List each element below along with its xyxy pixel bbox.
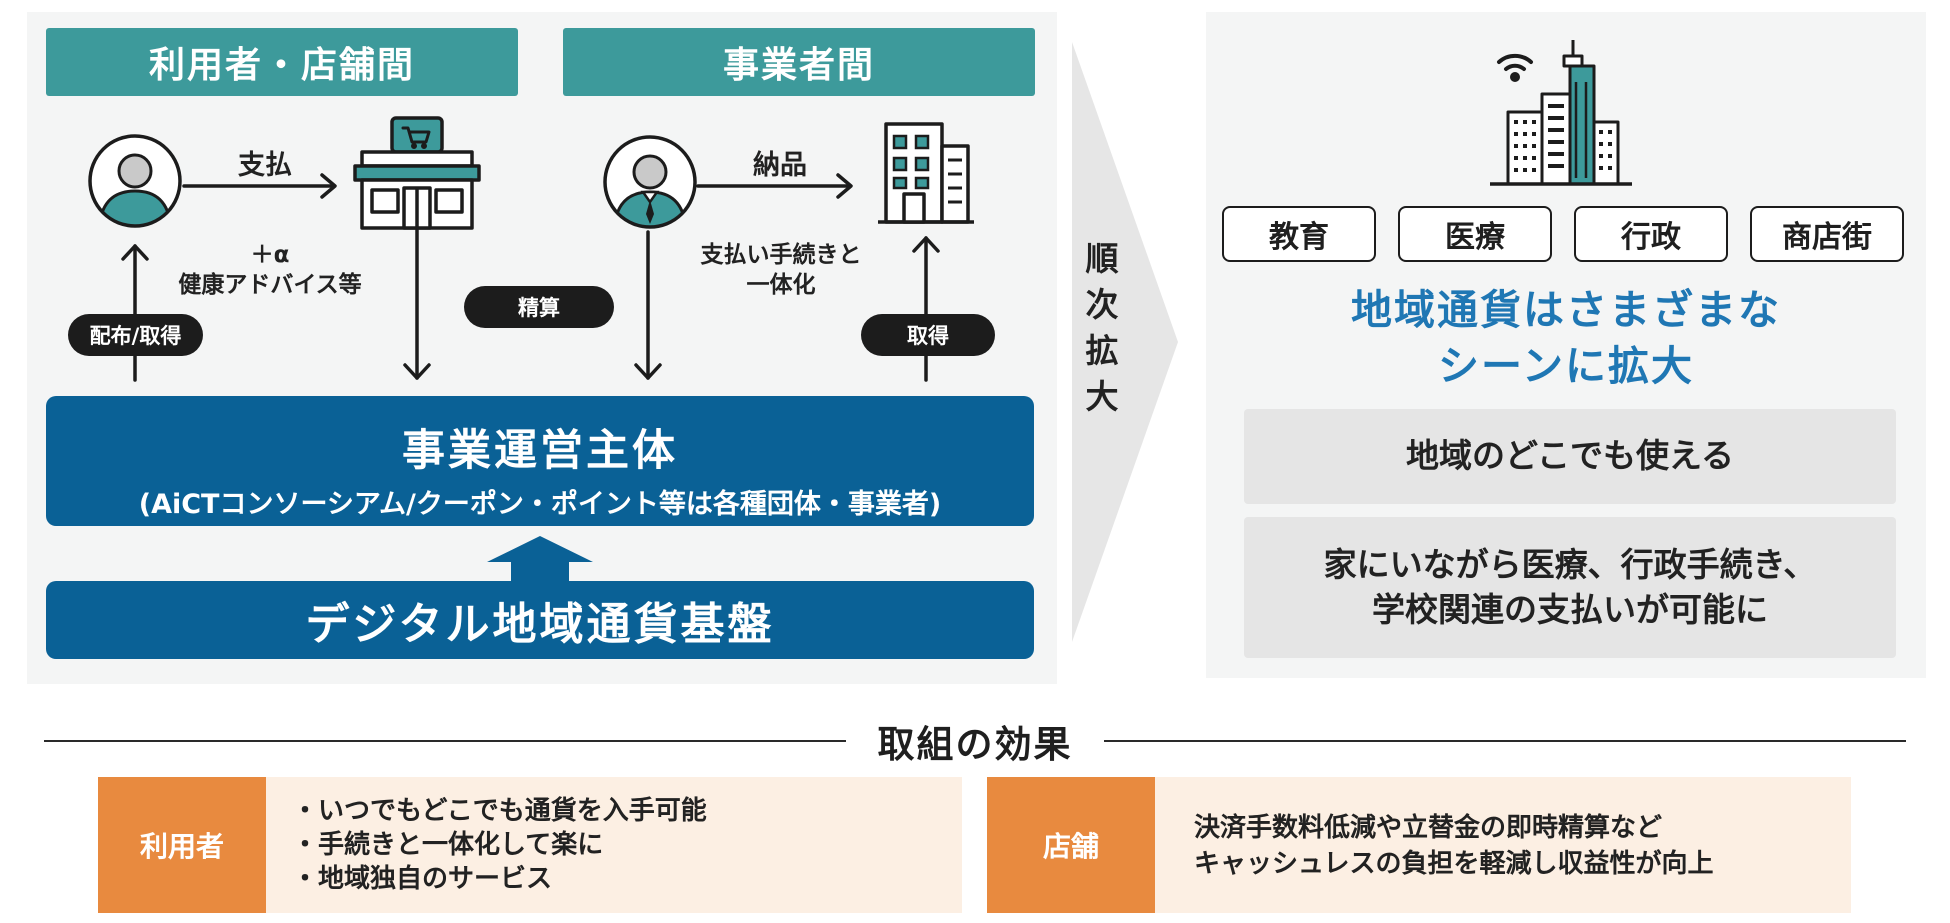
list-item: ・手続きと一体化して楽に — [292, 830, 604, 860]
pay-label: 支払 — [238, 150, 292, 181]
tag-medical: 医療 — [1398, 206, 1552, 262]
shop-effect-tag: 店舗 — [987, 777, 1155, 913]
up-arrow-icon — [487, 536, 593, 584]
headline-line1: 地域通貨はさまざまな — [1351, 286, 1781, 334]
city-skyline-icon — [1490, 40, 1632, 186]
procedure-line1: 支払い手続きと — [700, 242, 862, 268]
card-anywhere: 地域のどこでも使える — [1244, 409, 1896, 504]
headline: 地域通貨はさまざまな シーンに拡大 — [1206, 282, 1926, 394]
expand-arrow-shape — [1072, 42, 1178, 642]
flow-arrows — [121, 173, 940, 382]
expand-char-2: 次 — [1085, 285, 1119, 324]
distribute-pill: 配布/取得 — [68, 314, 203, 356]
expand-char-3: 拡 — [1085, 331, 1119, 370]
effects-rule-right — [1104, 740, 1906, 742]
expand-char-1: 順 — [1085, 239, 1119, 278]
platform-box: デジタル地域通貨基盤 — [46, 581, 1034, 659]
card-from-home: 家にいながら医療、行政手続き、 学校関連の支払いが可能に — [1244, 517, 1896, 658]
health-advice-note: ＋α 健康アドバイス等 — [150, 240, 390, 300]
list-item: ・いつでもどこでも通貨を入手可能 — [292, 796, 707, 826]
user-effect-tag: 利用者 — [98, 777, 266, 913]
header-user-shop: 利用者・店舗間 — [46, 28, 518, 96]
settle-pill: 精算 — [464, 286, 614, 328]
shop-effect-text: 決済手数料低減や立替金の即時精算など キャッシュレスの負担を軽減し収益性が向上 — [1194, 810, 1713, 882]
procedure-line2: 一体化 — [746, 272, 816, 298]
card-from-home-line1: 家にいながら医療、行政手続き、 — [1323, 544, 1817, 584]
tag-shopping-street: 商店街 — [1750, 206, 1904, 262]
acquire-pill: 取得 — [861, 314, 995, 356]
list-item: ・地域独自のサービス — [292, 864, 553, 894]
wifi-icon — [1497, 53, 1533, 82]
shop-effect-line1: 決済手数料低減や立替金の即時精算など — [1194, 813, 1663, 843]
procedure-note: 支払い手続きと 一体化 — [686, 240, 876, 300]
delivery-label: 納品 — [753, 150, 807, 181]
businessman-icon — [603, 135, 697, 229]
shop-effect-line2: キャッシュレスの負担を軽減し収益性が向上 — [1194, 849, 1714, 879]
user-effect-list: ・いつでもどこでも通貨を入手可能 ・手続きと一体化して楽に ・地域独自のサービス — [292, 794, 707, 896]
office-building-icon — [878, 122, 974, 224]
effects-rule-left — [44, 740, 846, 742]
headline-line2: シーンに拡大 — [1438, 342, 1694, 390]
tag-education: 教育 — [1222, 206, 1376, 262]
card-from-home-line2: 学校関連の支払いが可能に — [1372, 589, 1768, 629]
operator-box: 事業運営主体 (AiCTコンソーシアム/クーポン・ポイント等は各種団体・事業者) — [46, 396, 1034, 526]
operator-title: 事業運営主体 — [402, 426, 678, 476]
expand-label: 順 次 拡 大 — [1082, 236, 1122, 420]
shop-icon — [353, 116, 481, 230]
tag-government: 行政 — [1574, 206, 1728, 262]
user-icon — [88, 134, 182, 228]
health-advice: 健康アドバイス等 — [178, 272, 362, 298]
operator-subtitle: (AiCTコンソーシアム/クーポン・ポイント等は各種団体・事業者) — [138, 489, 942, 520]
effects-title: 取組の効果 — [877, 723, 1073, 766]
plus-alpha: ＋α — [250, 242, 290, 268]
expand-char-4: 大 — [1085, 377, 1119, 416]
header-business: 事業者間 — [563, 28, 1035, 96]
